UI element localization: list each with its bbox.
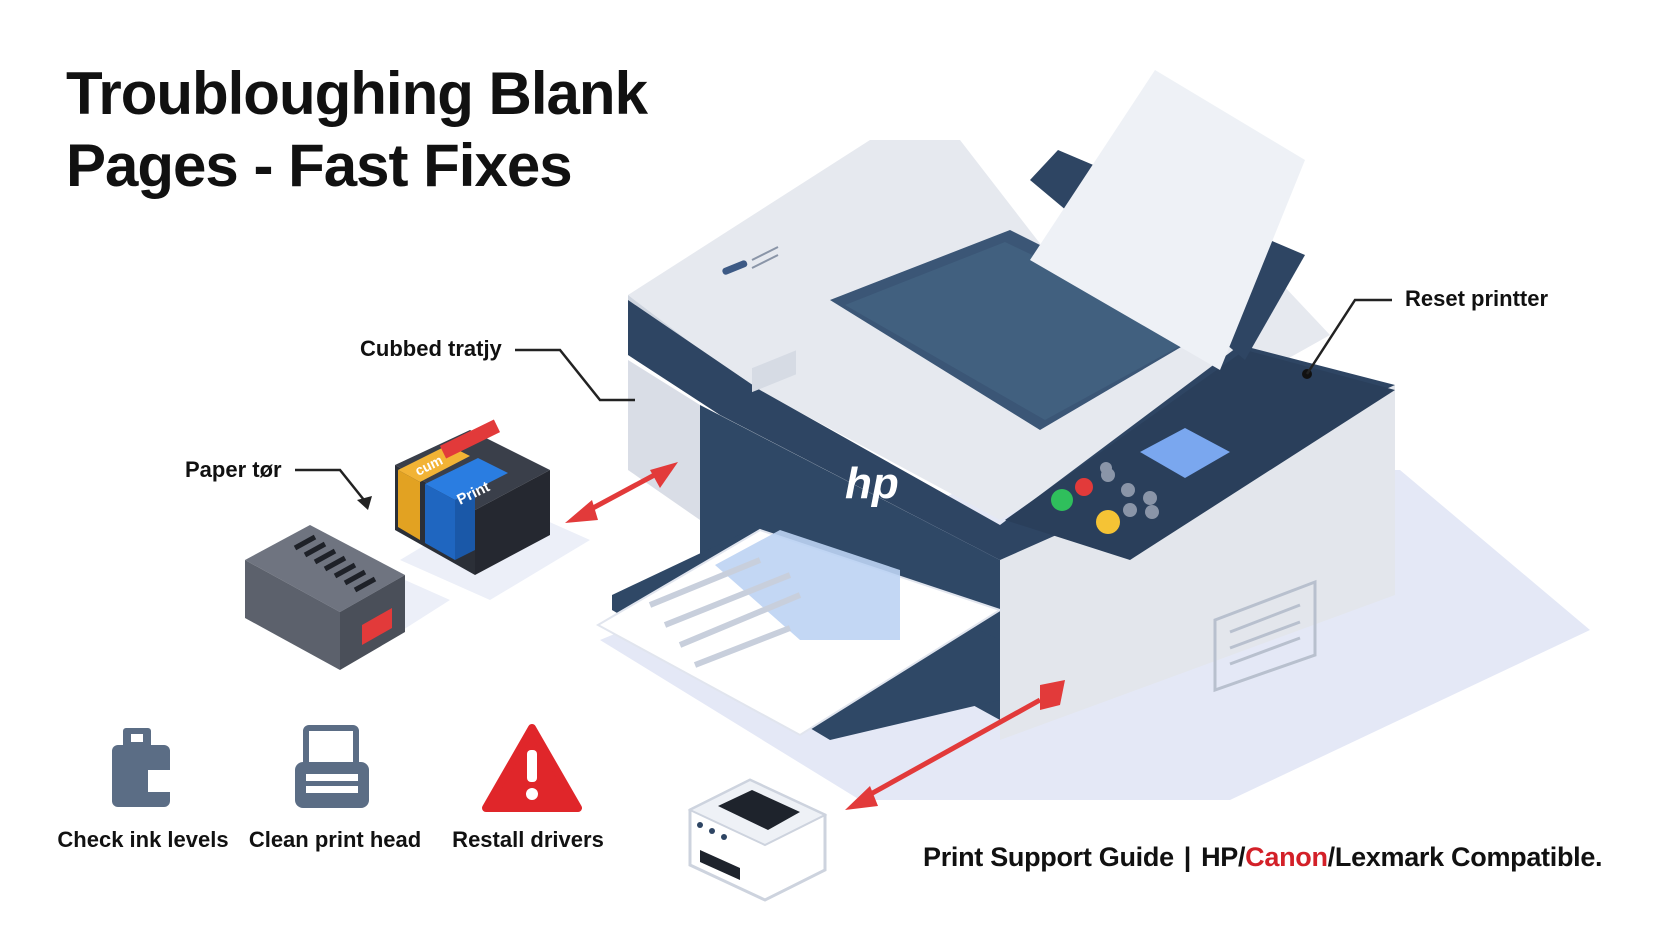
callout-reset: Reset printter bbox=[1405, 286, 1549, 311]
leader-toner bbox=[295, 468, 369, 506]
cartridge-blue-band bbox=[425, 458, 508, 500]
footer-separator: | bbox=[1183, 842, 1192, 872]
input-paper bbox=[1030, 70, 1305, 370]
button-green bbox=[1051, 489, 1073, 511]
printer-right-side bbox=[1000, 385, 1395, 740]
printer-logo: hp bbox=[845, 459, 899, 508]
side-vent bbox=[1213, 579, 1317, 693]
printer-icon bbox=[295, 725, 369, 808]
footer-brand-rest: /Lexmark Compatible. bbox=[1327, 842, 1603, 872]
callout-toner: Paper tør bbox=[185, 457, 282, 482]
printer-body-band bbox=[628, 300, 1000, 560]
footer-brand-canon: Canon bbox=[1245, 842, 1328, 872]
button-yellow bbox=[1096, 510, 1120, 534]
warning-icon bbox=[482, 724, 582, 812]
page-title: Troubloughing Blank Pages - Fast Fixes bbox=[66, 58, 648, 202]
title-line-1: Troubloughing Blank bbox=[66, 60, 648, 127]
small-printer bbox=[687, 778, 828, 902]
step-label-reinstall-drivers: Restall drivers bbox=[452, 827, 604, 852]
arrow-output bbox=[845, 680, 1065, 810]
printer: hp bbox=[595, 70, 1395, 740]
arrow-cartridge bbox=[565, 462, 678, 523]
leader-tray bbox=[515, 348, 635, 402]
ink-cartridge: cum Print bbox=[395, 419, 550, 575]
toner-block bbox=[245, 525, 405, 670]
callout-tray: Cubbed tratjy bbox=[360, 336, 502, 361]
title-line-2: Pages - Fast Fixes bbox=[66, 132, 573, 199]
step-label-check-ink: Check ink levels bbox=[57, 827, 229, 852]
ink-cartridge-icon bbox=[112, 728, 170, 807]
footer-compatibility: Print Support Guide | HP/Canon/Lexmark Com… bbox=[923, 842, 1603, 873]
toner-red-tag bbox=[362, 608, 392, 645]
control-screen bbox=[1140, 428, 1230, 478]
footer-brand-hp: HP/ bbox=[1201, 842, 1246, 872]
footer-guide: Print Support Guide bbox=[923, 842, 1174, 872]
button-red bbox=[1075, 478, 1093, 496]
step-label-clean-head: Clean print head bbox=[248, 827, 422, 852]
leader-reset bbox=[1305, 298, 1392, 375]
